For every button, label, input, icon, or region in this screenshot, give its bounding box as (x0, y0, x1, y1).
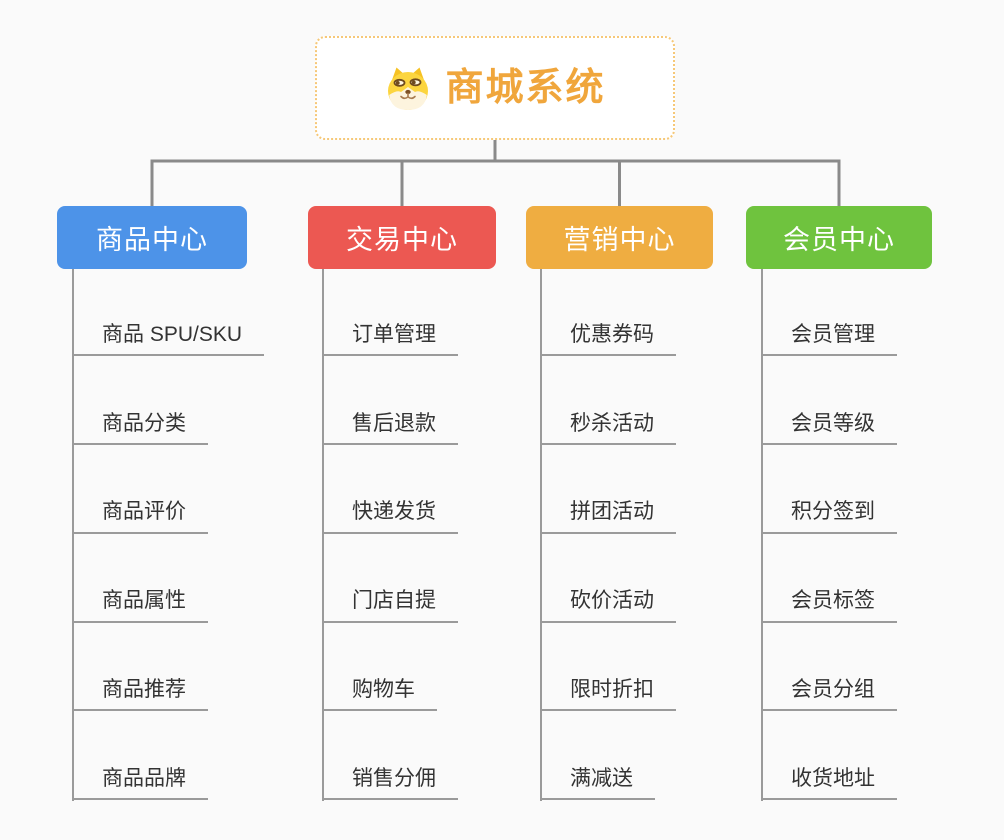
leaf-node[interactable]: 商品推荐 (72, 677, 208, 712)
leaf-node[interactable]: 售后退款 (322, 411, 458, 445)
leaf-node[interactable]: 限时折扣 (540, 677, 676, 712)
leaf-node[interactable]: 商品属性 (72, 588, 208, 623)
branch-column-trade-center: 订单管理 售后退款 快递发货 门店自提 购物车 销售分佣 (322, 267, 458, 802)
leaf-node[interactable]: 秒杀活动 (540, 411, 676, 445)
leaf-node[interactable]: 积分签到 (761, 499, 897, 534)
leaf-node[interactable]: 会员分组 (761, 677, 897, 712)
leaf-node[interactable]: 满减送 (540, 766, 655, 801)
leaf-node[interactable]: 订单管理 (322, 322, 458, 356)
leaf-node[interactable]: 快递发货 (322, 499, 458, 534)
branch-header-member-center[interactable]: 会员中心 (746, 206, 932, 269)
leaf-node[interactable]: 商品品牌 (72, 766, 208, 801)
branch-header-trade-center[interactable]: 交易中心 (308, 206, 496, 269)
root-node[interactable]: 商城系统 (315, 36, 675, 140)
leaf-node[interactable]: 销售分佣 (322, 766, 458, 801)
branch-column-marketing-center: 优惠券码 秒杀活动 拼团活动 砍价活动 限时折扣 满减送 (540, 267, 676, 802)
branch-header-product-center[interactable]: 商品中心 (57, 206, 247, 269)
doge-icon (384, 65, 432, 111)
leaf-node[interactable]: 购物车 (322, 677, 437, 712)
leaf-node[interactable]: 优惠券码 (540, 322, 676, 356)
leaf-node[interactable]: 拼团活动 (540, 499, 676, 534)
leaf-node[interactable]: 会员管理 (761, 322, 897, 356)
leaf-node[interactable]: 门店自提 (322, 588, 458, 623)
branch-column-member-center: 会员管理 会员等级 积分签到 会员标签 会员分组 收货地址 (761, 267, 897, 802)
branch-header-marketing-center[interactable]: 营销中心 (526, 206, 713, 269)
root-title: 商城系统 (445, 67, 606, 109)
leaf-node[interactable]: 收货地址 (761, 766, 897, 801)
leaf-node[interactable]: 商品评价 (72, 499, 208, 534)
leaf-node[interactable]: 会员标签 (761, 588, 897, 623)
leaf-node[interactable]: 商品分类 (72, 411, 208, 445)
leaf-node[interactable]: 会员等级 (761, 411, 897, 445)
leaf-node[interactable]: 商品 SPU/SKU (72, 322, 265, 356)
branch-column-product-center: 商品 SPU/SKU 商品分类 商品评价 商品属性 商品推荐 商品品牌 (72, 267, 265, 802)
leaf-node[interactable]: 砍价活动 (540, 588, 676, 623)
